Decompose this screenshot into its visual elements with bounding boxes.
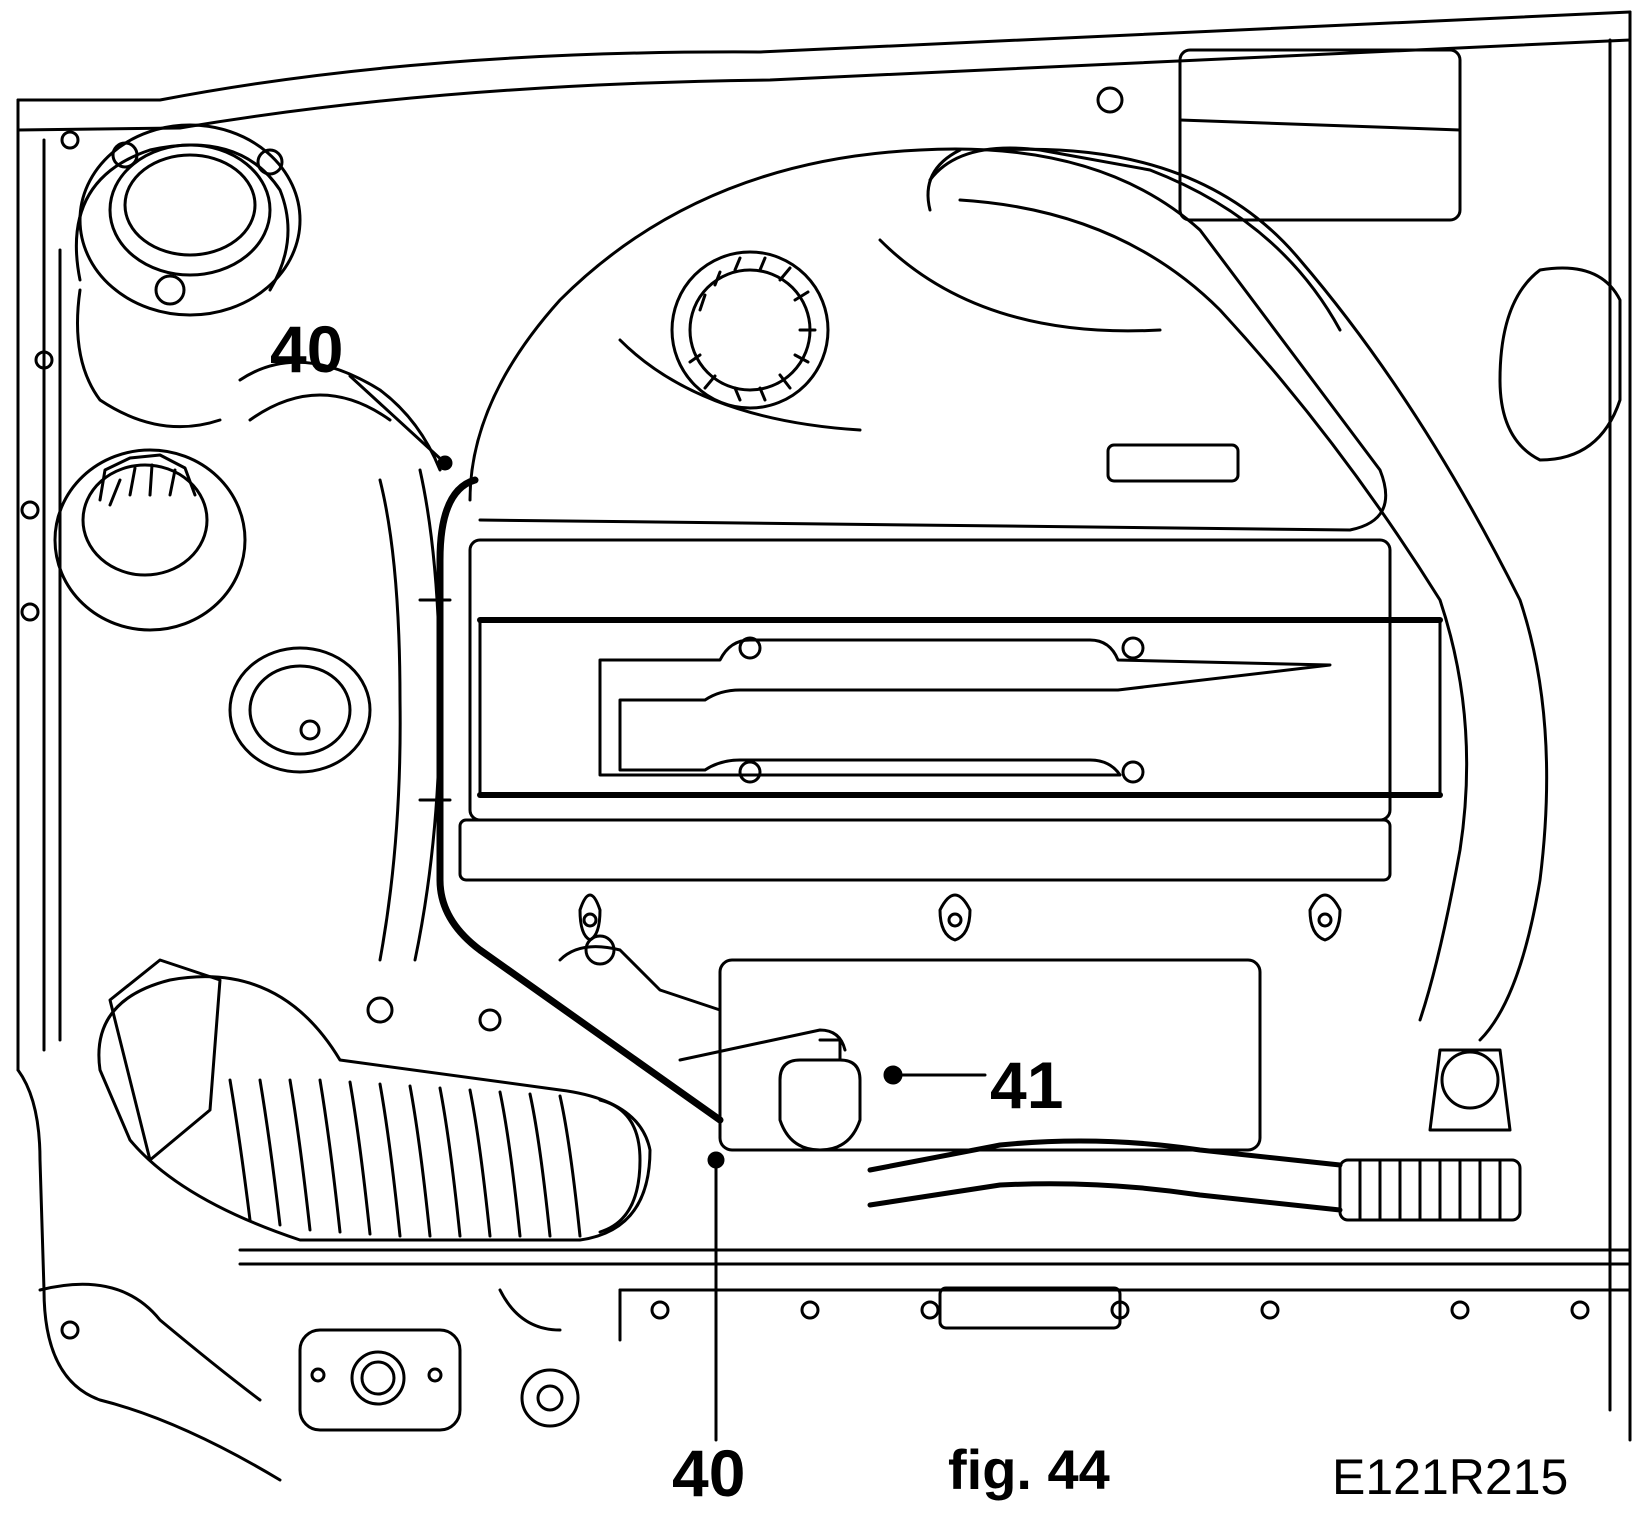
frame-bolts [20, 86, 1590, 1340]
connector-41 [778, 1038, 903, 1152]
figure-caption: fig. 44 [948, 1438, 1110, 1501]
callout-40-upper-label: 40 [270, 312, 344, 386]
intake-flange [228, 646, 372, 774]
coolant-reservoir [74, 123, 302, 429]
callout-41-label: 41 [990, 1048, 1064, 1122]
vent-hose-inner [418, 598, 452, 802]
callout-leaders [348, 374, 987, 1442]
fuse-box [1178, 48, 1462, 222]
intake-pipe-right [926, 147, 1549, 1042]
hose-clamp [1338, 1158, 1522, 1222]
reference-code: E121R215 [1332, 1449, 1569, 1505]
corrugated-hose [97, 958, 652, 1242]
lower-hose [867, 1138, 1343, 1213]
cam-cover [458, 538, 1443, 942]
bottom-bracket [298, 1286, 1122, 1432]
callout-40-lower-label: 40 [672, 1436, 746, 1510]
power-steering-cap [53, 448, 247, 632]
right-component [1428, 266, 1622, 1132]
vent-hose [436, 476, 724, 1124]
engine-block-lower [366, 934, 1262, 1152]
leader-40-top [348, 374, 447, 465]
body-frame [16, 10, 1632, 1482]
engine-cover [468, 146, 1388, 532]
